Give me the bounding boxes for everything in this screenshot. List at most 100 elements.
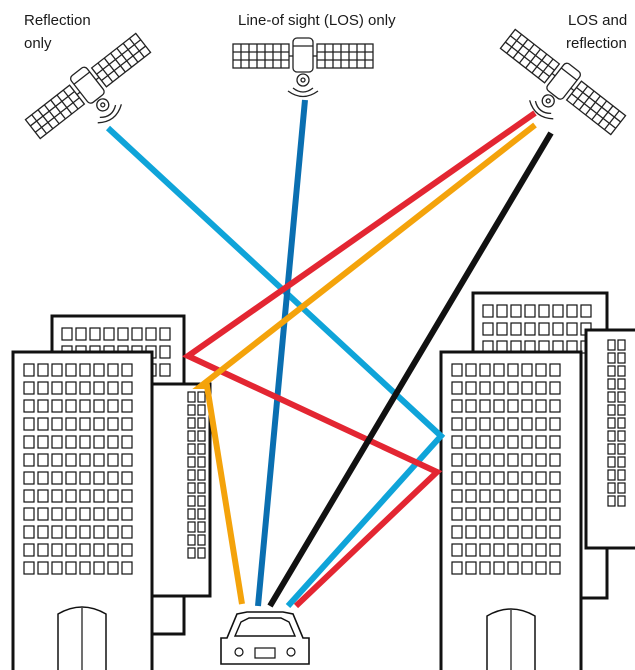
window — [493, 435, 505, 449]
window — [197, 521, 206, 533]
window — [507, 561, 519, 575]
window — [607, 404, 616, 416]
window — [107, 435, 119, 449]
window — [607, 365, 616, 377]
window — [51, 381, 63, 395]
window — [159, 363, 171, 377]
window — [117, 327, 129, 341]
window — [65, 381, 77, 395]
window — [451, 453, 463, 467]
window — [507, 399, 519, 413]
window — [37, 453, 49, 467]
window — [617, 404, 626, 416]
window — [187, 417, 196, 429]
window — [23, 489, 35, 503]
window — [617, 391, 626, 403]
window — [507, 507, 519, 521]
window — [549, 489, 561, 503]
window — [451, 435, 463, 449]
window — [103, 327, 115, 341]
window — [607, 495, 616, 507]
window — [549, 471, 561, 485]
window — [79, 381, 91, 395]
window — [507, 525, 519, 539]
window — [535, 471, 547, 485]
window — [93, 435, 105, 449]
window — [65, 471, 77, 485]
window — [93, 363, 105, 377]
window — [23, 399, 35, 413]
window — [507, 453, 519, 467]
window — [521, 363, 533, 377]
window — [79, 363, 91, 377]
label-los-and-reflection-line2: reflection — [566, 35, 627, 52]
window — [521, 399, 533, 413]
window — [465, 507, 477, 521]
window — [197, 391, 206, 403]
window — [493, 471, 505, 485]
window — [535, 489, 547, 503]
label-reflection-only-line1: Reflection — [24, 12, 91, 29]
window — [580, 304, 592, 318]
window — [23, 525, 35, 539]
left-building-front — [11, 350, 154, 670]
window — [451, 561, 463, 575]
window — [535, 507, 547, 521]
window — [75, 327, 87, 341]
window — [65, 435, 77, 449]
window — [493, 417, 505, 431]
window — [617, 495, 626, 507]
window — [37, 543, 49, 557]
window — [521, 435, 533, 449]
window — [617, 365, 626, 377]
window — [521, 417, 533, 431]
window — [521, 471, 533, 485]
window — [107, 543, 119, 557]
window — [521, 561, 533, 575]
window — [479, 561, 491, 575]
window — [617, 469, 626, 481]
window — [93, 381, 105, 395]
window — [107, 363, 119, 377]
window — [107, 525, 119, 539]
window — [121, 453, 133, 467]
window — [197, 508, 206, 520]
window — [493, 525, 505, 539]
window — [507, 543, 519, 557]
window — [493, 399, 505, 413]
window — [479, 453, 491, 467]
window — [93, 561, 105, 575]
window — [451, 417, 463, 431]
label-los-and-reflection-line1: LOS and — [568, 12, 627, 29]
window — [79, 417, 91, 431]
window — [93, 417, 105, 431]
window — [107, 489, 119, 503]
window — [187, 443, 196, 455]
window — [65, 417, 77, 431]
window — [187, 430, 196, 442]
right-building-side — [584, 328, 635, 550]
window — [23, 543, 35, 557]
window — [79, 435, 91, 449]
window — [479, 363, 491, 377]
window — [93, 489, 105, 503]
window — [451, 543, 463, 557]
window — [107, 561, 119, 575]
window — [465, 561, 477, 575]
window — [465, 453, 477, 467]
window — [51, 363, 63, 377]
window — [521, 543, 533, 557]
window — [617, 378, 626, 390]
window — [93, 453, 105, 467]
window — [197, 430, 206, 442]
window — [552, 322, 564, 336]
window — [197, 404, 206, 416]
window — [535, 417, 547, 431]
window — [617, 482, 626, 494]
window — [23, 507, 35, 521]
window — [197, 456, 206, 468]
window — [51, 399, 63, 413]
window — [617, 352, 626, 364]
car-icon — [220, 611, 310, 665]
window — [121, 363, 133, 377]
